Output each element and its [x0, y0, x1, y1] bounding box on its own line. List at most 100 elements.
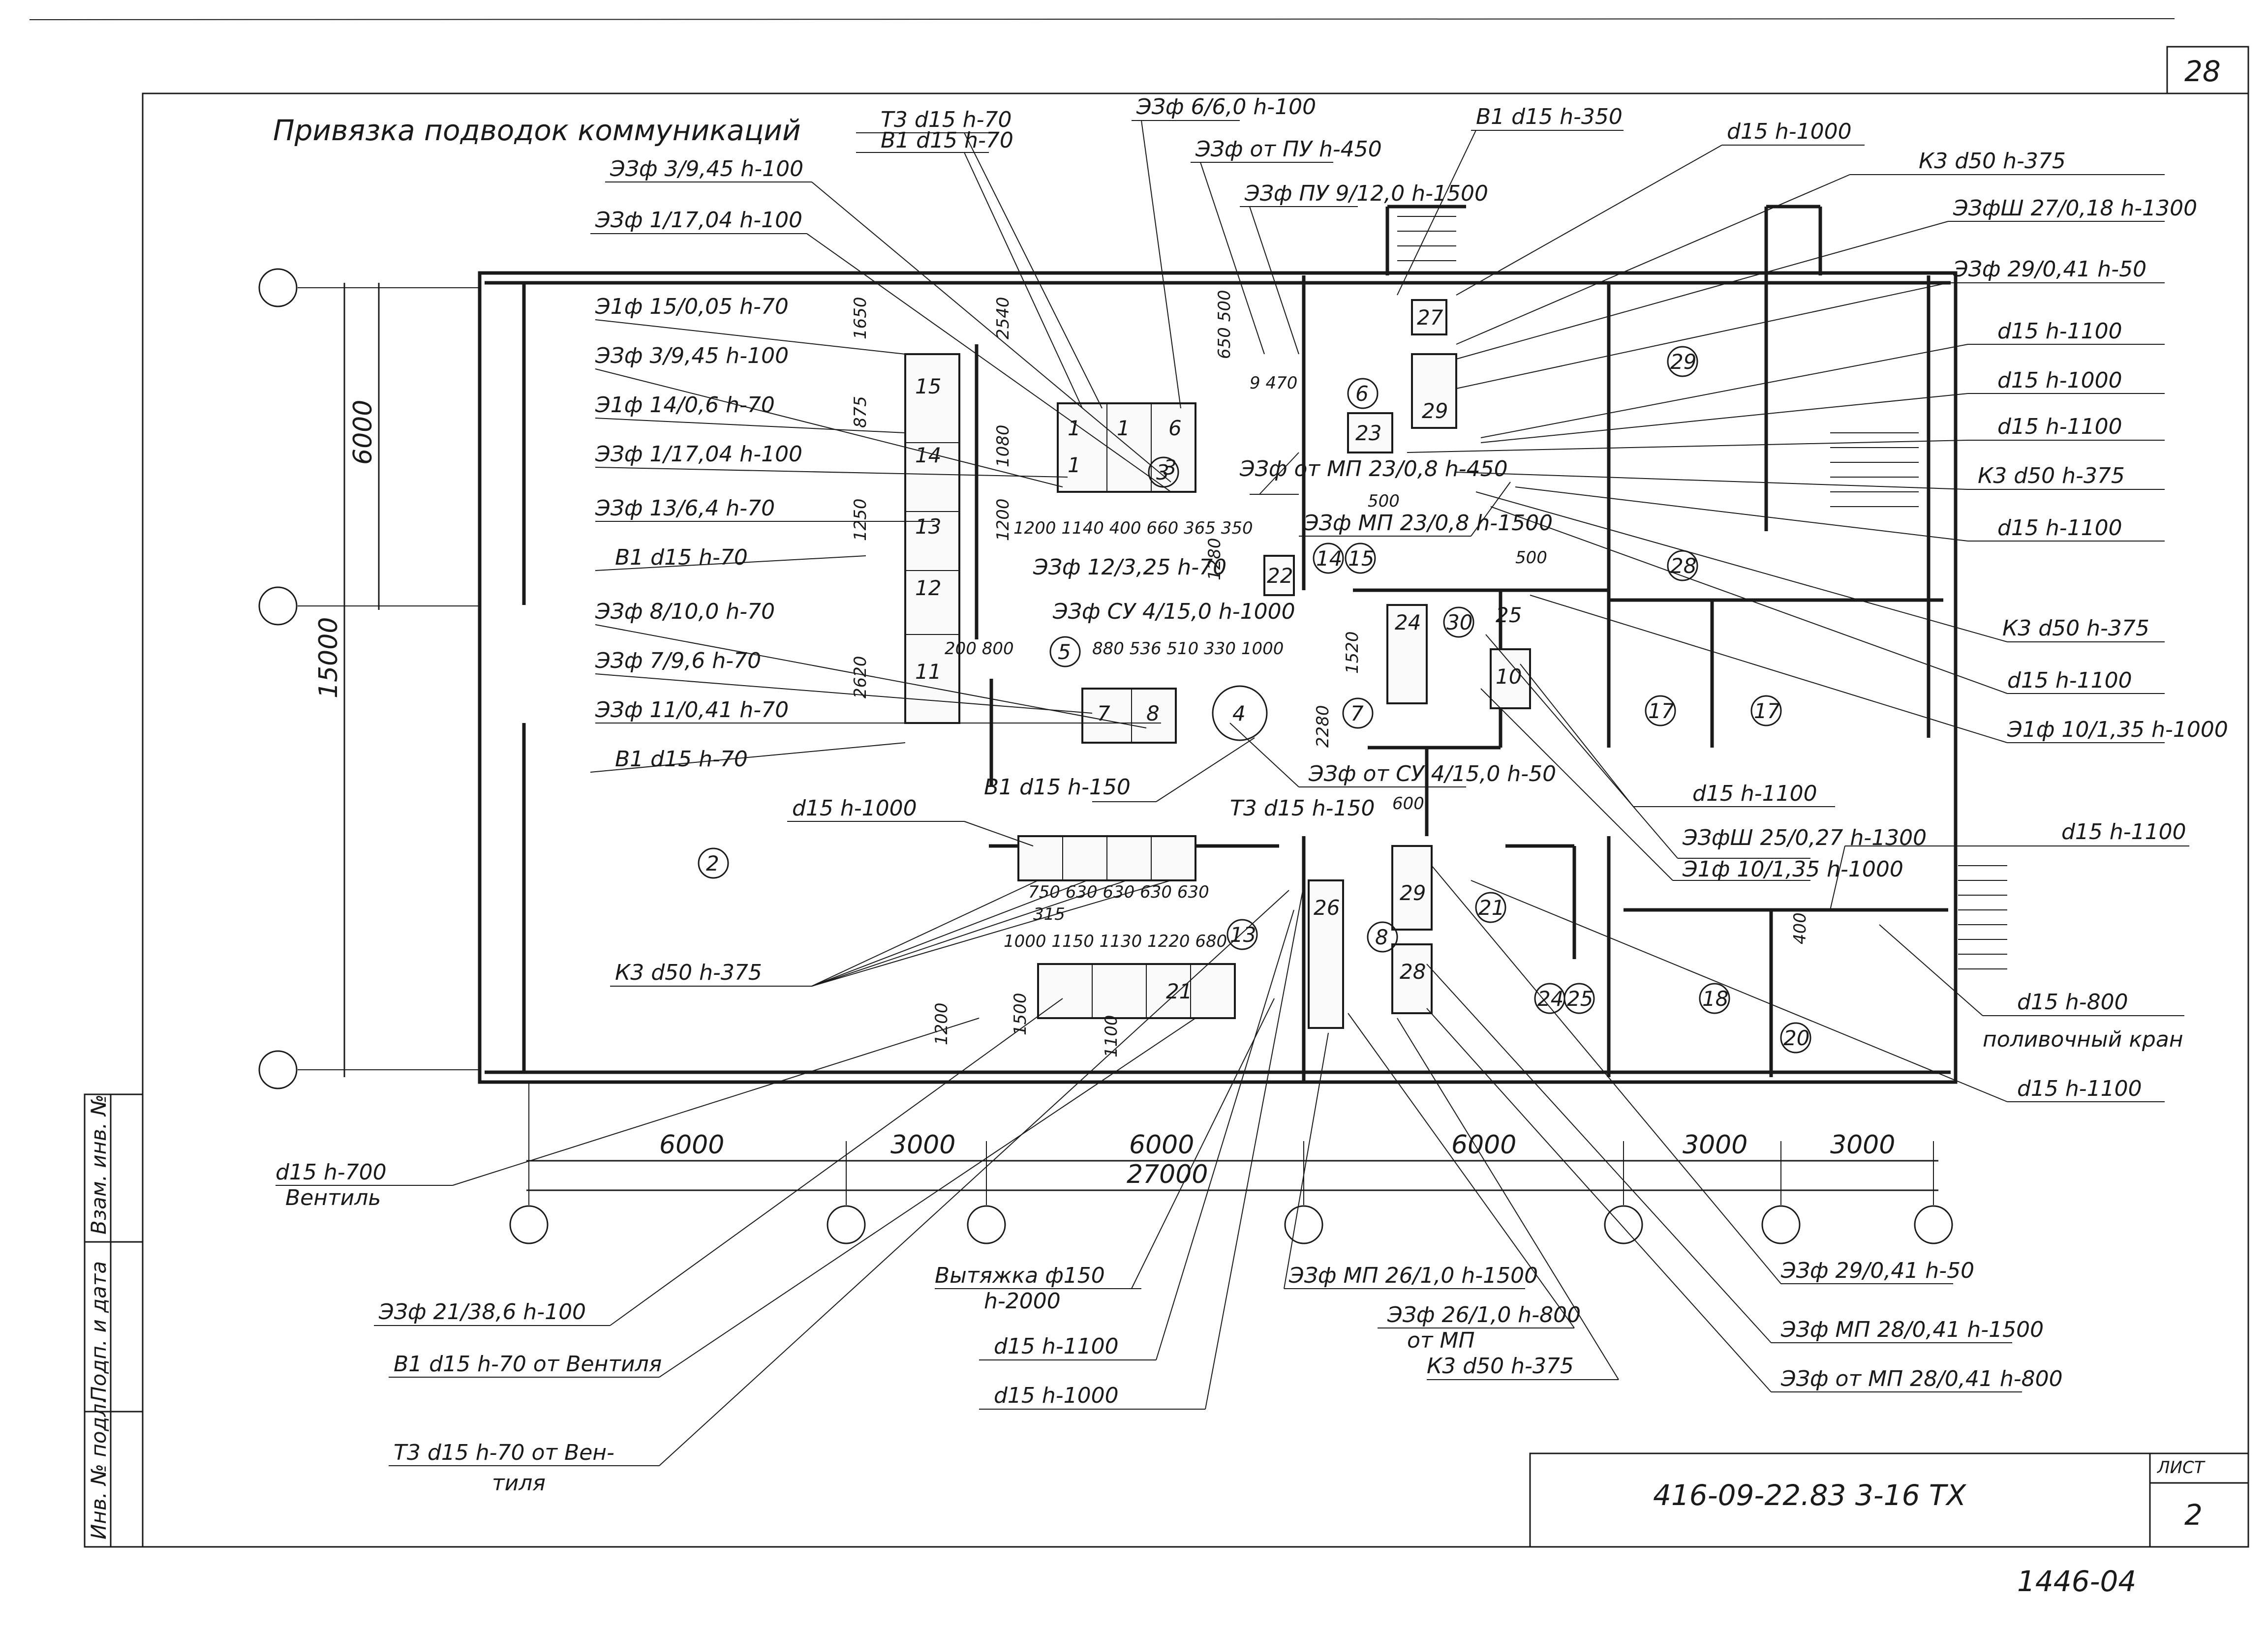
- equip-24: 24: [1395, 610, 1421, 634]
- label-e3f-ot-pu: ЭЗф от ПУ h-450: [1195, 137, 1382, 162]
- label-e3f-11: ЭЗф 11/0,41 h-70: [595, 697, 789, 723]
- dim-650-500: 650 500: [1215, 290, 1234, 359]
- label-d15-h700: d15 h-700: [276, 1160, 387, 1185]
- label-d15-h1000-top: d15 h-1000: [1727, 119, 1852, 144]
- row-span-6000: 6000: [348, 400, 378, 465]
- equip-3: 3: [1164, 455, 1177, 480]
- label-e3f-mp-23: ЭЗф МП 23/0,8 h-1500: [1303, 511, 1553, 536]
- equip-7: 7: [1097, 701, 1110, 725]
- room-18: 18: [1702, 987, 1728, 1011]
- labels-lower-right: d15 h-1100 ЭЗфШ 25/0,27 h-1300 Э1ф 10/1,…: [1682, 781, 2186, 1101]
- equip-23: 23: [1355, 421, 1381, 445]
- dim-1250: 1250: [851, 498, 870, 541]
- dim-2280: 2280: [1313, 705, 1333, 748]
- room-29: 29: [1670, 350, 1696, 374]
- label-t3-d15-h150: Т3 d15 h-150: [1230, 796, 1375, 821]
- dim-500b: 500: [1368, 491, 1400, 511]
- room-5: 5: [1058, 640, 1071, 664]
- label-tilya: тиля: [492, 1471, 546, 1496]
- labels-left: ЭЗф 3/9,45 h-100 ЭЗф 1/17,04 h-100 Э1ф 1…: [595, 156, 803, 772]
- dim-1100: 1100: [1102, 1015, 1121, 1057]
- label-d15-h1100-r1: d15 h-1100: [1997, 319, 2122, 344]
- dim-1080: 1080: [993, 424, 1013, 467]
- label-h2000: h-2000: [984, 1289, 1061, 1314]
- equip-12: 12: [915, 576, 941, 600]
- archive-number: 1446-04: [2017, 1565, 2136, 1598]
- label-ot-mp: от МП: [1407, 1328, 1475, 1353]
- sheet-frame: [29, 18, 2249, 1548]
- equipment-blocks: [904, 299, 1531, 1029]
- dim-200-800: 200 800: [945, 639, 1014, 659]
- label-ventil: Вентиль: [285, 1185, 381, 1210]
- label-v1-ot-ventilya: В1 d15 h-70 от Вентиля: [394, 1352, 662, 1377]
- label-k3-d50-r2: К3 d50 h-375: [2002, 616, 2149, 641]
- dim-9-470: 9 470: [1250, 373, 1297, 393]
- label-v1-d15-h350: В1 d15 h-350: [1476, 104, 1623, 129]
- equip-8: 8: [1146, 701, 1160, 725]
- label-d15-h800: d15 h-800: [2017, 990, 2128, 1015]
- sheet-number: 2: [2184, 1498, 2203, 1532]
- label-v1-d15-h70: В1 d15 h-70: [881, 128, 1013, 153]
- dim-400: 400: [1790, 912, 1810, 944]
- label-d15-h1100-lr2: d15 h-1100: [2061, 819, 2186, 845]
- span-5: 3000: [1683, 1130, 1747, 1160]
- stamp-inv-podl: Инв. № подл.: [87, 1397, 111, 1539]
- dim-2620: 2620: [851, 656, 870, 698]
- room-markers: [698, 346, 1811, 1054]
- label-vytyazhka: Вытяжка ф150: [935, 1263, 1105, 1288]
- label-k3-d50-bottom: К3 d50 h-375: [1427, 1354, 1574, 1379]
- label-e3f-26: ЭЗф 26/1,0 h-800: [1387, 1302, 1581, 1327]
- label-e3f-ot-mp-28: ЭЗф от МП 28/0,41 h-800: [1780, 1366, 2063, 1391]
- label-e3f-13: ЭЗф 13/6,4 h-70: [595, 496, 775, 521]
- label-e3f-ot-su-4: ЭЗф от СУ 4/15,0 h-50: [1308, 761, 1556, 786]
- label-d15-h1100-lr3: d15 h-1100: [2017, 1076, 2142, 1101]
- label-e3f-mp-28: ЭЗф МП 28/0,41 h-1500: [1780, 1317, 2044, 1342]
- equip-29b: 29: [1400, 881, 1426, 905]
- label-e3f-7: ЭЗф 7/9,6 h-70: [595, 648, 761, 673]
- equip-25: 25: [1496, 603, 1522, 627]
- room-15: 15: [1348, 546, 1374, 571]
- room-6: 6: [1355, 382, 1369, 406]
- room-17a: 17: [1648, 699, 1675, 723]
- equip-13: 13: [915, 514, 941, 539]
- equip-27: 27: [1417, 305, 1443, 330]
- label-d15-h1000-mid: d15 h-1000: [792, 796, 917, 821]
- label-d15-h1100-lr1: d15 h-1100: [1692, 781, 1817, 806]
- dim-600: 600: [1392, 794, 1424, 814]
- label-e3f-pu-9: ЭЗф ПУ 9/12,0 h-1500: [1244, 181, 1488, 206]
- dim-1200v: 1200: [993, 498, 1013, 541]
- label-e3fsh-27: ЭЗфШ 27/0,18 h-1300: [1953, 196, 2197, 221]
- label-e3f-1-top: ЭЗф 1/17,04 h-100: [595, 208, 802, 233]
- label-d15-h1000-b: d15 h-1000: [994, 1383, 1119, 1408]
- room-7: 7: [1350, 701, 1364, 725]
- label-e1f-14: Э1ф 14/0,6 h-70: [595, 392, 775, 418]
- span-1: 6000: [659, 1130, 724, 1160]
- dim-875: 875: [851, 396, 870, 428]
- room-2: 2: [706, 851, 719, 875]
- room-17b: 17: [1754, 699, 1780, 723]
- label-polivochny-kran: поливочный кран: [1983, 1027, 2183, 1052]
- leader-lines: [276, 120, 2189, 1466]
- room-8: 8: [1375, 925, 1388, 949]
- equip-21: 21: [1166, 979, 1192, 1003]
- equip-1c: 1: [1068, 453, 1081, 477]
- label-v1-d15-left2: В1 d15 h-70: [615, 747, 748, 772]
- room-14: 14: [1316, 546, 1342, 571]
- label-k3-d50-r1: К3 d50 h-375: [1978, 463, 2125, 488]
- room-13: 13: [1230, 923, 1256, 947]
- dim-row-1200: 1200 1140 400 660 365 350: [1013, 518, 1253, 538]
- equip-6: 6: [1168, 416, 1182, 440]
- dim-row-750: 750 630 630 630 630: [1028, 882, 1209, 902]
- label-e3f-12: ЭЗф 12/3,25 h-70: [1033, 555, 1226, 580]
- dim-row-880: 880 536 510 330 1000: [1092, 639, 1284, 659]
- label-e3f-1: ЭЗф 1/17,04 h-100: [595, 442, 802, 467]
- label-d15-h1000-r: d15 h-1000: [1997, 368, 2122, 393]
- label-e3f-3: ЭЗф 3/9,45 h-100: [595, 343, 789, 368]
- label-e3f-ot-mp-23: ЭЗф от МП 23/0,8 h-450: [1239, 456, 1508, 482]
- room-3: 3: [1156, 460, 1169, 484]
- labels-right: К3 d50 h-375 ЭЗфШ 27/0,18 h-1300 ЭЗф 29/…: [1919, 149, 2228, 742]
- room-30: 30: [1446, 610, 1472, 634]
- dim-2540: 2540: [993, 297, 1013, 339]
- label-e3f-29-bottom: ЭЗф 29/0,41 h-50: [1780, 1258, 1974, 1283]
- equip-26: 26: [1314, 896, 1340, 920]
